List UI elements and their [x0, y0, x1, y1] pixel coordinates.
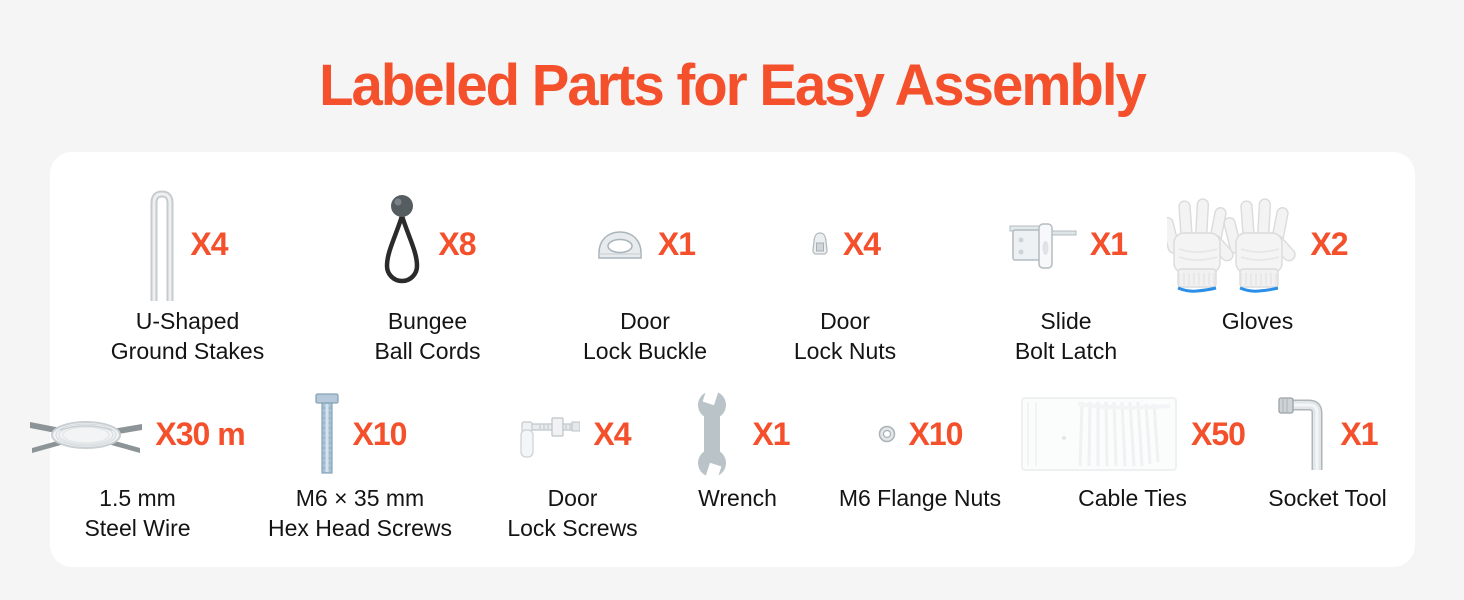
page-title: Labeled Parts for Easy Assembly [319, 53, 1147, 118]
flange-nut-icon [878, 425, 896, 443]
part-wrench: X1 Wrench [630, 388, 845, 513]
slide-bolt-latch-icon [1005, 218, 1077, 270]
part-hex-head-screws: X10 M6 × 35 mm Hex Head Screws [235, 388, 485, 543]
part-label: Cable Ties [1078, 485, 1187, 511]
quantity-label: X1 [657, 225, 696, 262]
part-label: 1.5 mm Steel Wire [84, 485, 191, 541]
door-lock-buckle-icon [595, 227, 645, 261]
door-lock-nut-icon [810, 231, 830, 257]
quantity-label: X50 [1191, 415, 1246, 452]
steel-wire-icon [30, 412, 143, 456]
quantity-label: X8 [438, 225, 476, 262]
part-label: Socket Tool [1268, 485, 1387, 511]
quantity-label: X1 [1340, 415, 1378, 452]
quantity-label: X30 m [155, 415, 245, 452]
part-label: Gloves [1221, 308, 1294, 334]
part-door-lock-nuts: X4 Door Lock Nuts [740, 185, 950, 366]
part-bungee-ball-cords: X8 Bungee Ball Cords [320, 185, 535, 366]
gloves-icon [1167, 191, 1298, 297]
part-steel-wire: X30 m 1.5 mm Steel Wire [30, 388, 246, 543]
part-u-shaped-ground-stakes: X4 U-Shaped Ground Stakes [80, 185, 295, 366]
part-m6-flange-nuts: X10 M6 Flange Nuts [810, 388, 1030, 513]
part-gloves: X2 Gloves [1150, 185, 1365, 336]
ground-stake-icon [147, 187, 177, 301]
quantity-label: X4 [190, 225, 228, 262]
quantity-label: X1 [1089, 225, 1128, 262]
bungee-ball-cord-icon [379, 194, 425, 294]
part-label: Wrench [698, 485, 777, 511]
part-label: Slide Bolt Latch [1014, 308, 1118, 364]
part-label: Bungee Ball Cords [374, 308, 481, 364]
hex-head-screw-icon [314, 392, 340, 476]
quantity-label: X10 [908, 415, 964, 452]
part-label: U-Shaped Ground Stakes [110, 308, 265, 364]
part-door-lock-buckle: X1 Door Lock Buckle [540, 185, 750, 366]
part-door-lock-screws: X4 Door Lock Screws [465, 388, 680, 543]
part-slide-bolt-latch: X1 Slide Bolt Latch [960, 185, 1172, 366]
part-socket-tool: X1 Socket Tool [1220, 388, 1435, 513]
part-cable-ties: X50 Cable Ties [1021, 388, 1246, 513]
quantity-label: X10 [352, 415, 408, 452]
door-lock-screw-icon [514, 409, 581, 459]
socket-tool-icon [1277, 396, 1327, 472]
wrench-icon [685, 390, 739, 478]
part-label: Door Lock Screws [507, 485, 638, 541]
part-label: M6 Flange Nuts [838, 485, 1002, 511]
quantity-label: X4 [593, 415, 631, 452]
quantity-label: X2 [1310, 225, 1348, 262]
part-label: Door Lock Buckle [582, 308, 707, 364]
quantity-label: X4 [842, 225, 881, 262]
cable-ties-icon [1020, 396, 1178, 472]
part-label: M6 × 35 mm Hex Head Screws [267, 485, 453, 541]
quantity-label: X1 [752, 415, 790, 452]
part-label: Door Lock Nuts [793, 308, 897, 364]
